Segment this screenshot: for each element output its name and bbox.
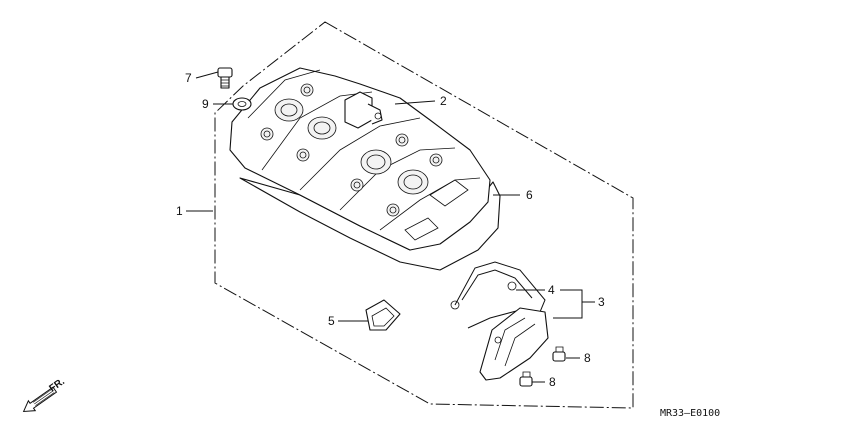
bolt-7 — [217, 67, 233, 89]
callout-9: 9 — [202, 97, 209, 111]
callout-2: 2 — [440, 94, 447, 108]
drawing-code: MR33–E0100 — [660, 408, 720, 419]
assembly-boundary — [214, 21, 634, 409]
gasket-4 — [450, 261, 546, 329]
callout-8-upper: 8 — [584, 351, 591, 365]
callout-8-lower: 8 — [549, 375, 556, 389]
callout-6: 6 — [526, 188, 533, 202]
callout-7: 7 — [185, 71, 192, 85]
callout-5: 5 — [328, 314, 335, 328]
cylinder-head-cover — [229, 67, 501, 271]
bolt-8-lower — [519, 371, 533, 387]
cover-plate-3 — [479, 307, 549, 381]
callout-1: 1 — [176, 204, 183, 218]
grommet-5 — [365, 299, 401, 331]
washer-9 — [232, 97, 252, 111]
breather-fitting — [344, 91, 383, 129]
front-direction-arrow — [22, 386, 58, 413]
callout-3: 3 — [598, 295, 605, 309]
callout-4: 4 — [548, 283, 555, 297]
leader-lines — [186, 71, 595, 383]
bolt-8-upper — [552, 346, 566, 362]
